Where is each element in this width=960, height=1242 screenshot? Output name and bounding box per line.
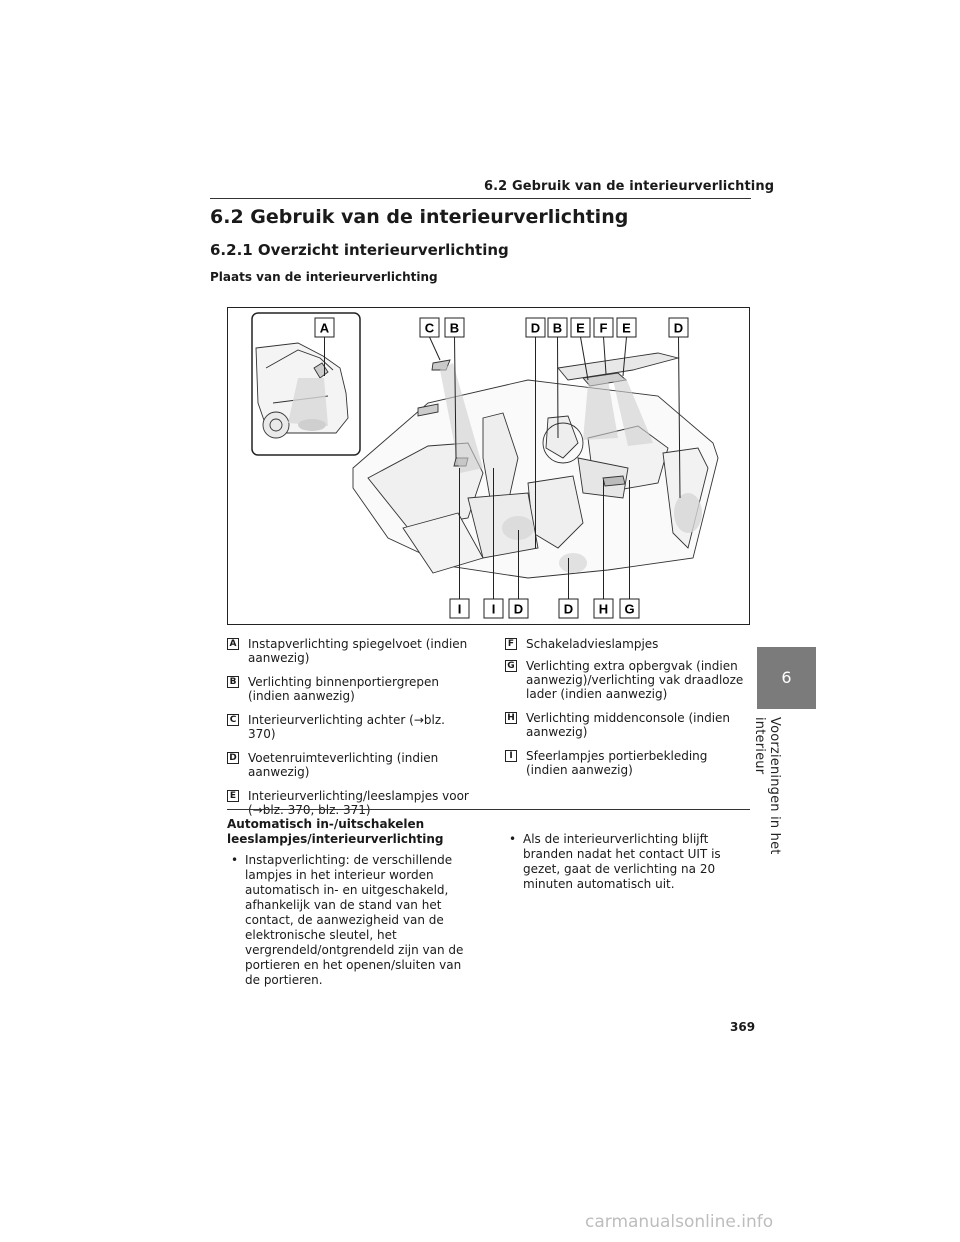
legend-text: Verlichting middenconsole (indien aanwez… xyxy=(526,711,731,739)
running-header: 6.2 Gebruik van de interieurverlichting xyxy=(484,179,775,194)
svg-text:E: E xyxy=(622,321,631,336)
callout-D: D xyxy=(668,317,689,338)
legend-key: F xyxy=(505,638,517,650)
svg-text:D: D xyxy=(514,602,523,617)
interior-lighting-figure: A C B D B E F xyxy=(227,307,750,625)
header-rule xyxy=(210,198,751,199)
svg-text:D: D xyxy=(531,321,540,336)
bottom-callouts: I I D D H G xyxy=(449,598,640,619)
interior-illustration: A C B D B E F xyxy=(251,312,719,619)
svg-text:G: G xyxy=(624,602,634,617)
svg-text:E: E xyxy=(576,321,585,336)
callout-E: E xyxy=(616,317,637,338)
svg-text:D: D xyxy=(564,602,573,617)
bullet-item: • Als de interieurverlichting blijft bra… xyxy=(505,832,735,892)
svg-text:I: I xyxy=(492,602,496,617)
legend-bottom-rule xyxy=(227,809,750,810)
callout-H: H xyxy=(593,598,614,619)
callout-I: I xyxy=(449,598,470,619)
legend-text: Instapverlichting spiegelvoet (indien aa… xyxy=(248,637,468,665)
legend-key: B xyxy=(227,676,239,688)
callout-E: E xyxy=(570,317,591,338)
legend-item-f: F Schakeladvieslampjes xyxy=(505,637,751,651)
legend-right: F Schakeladvieslampjes G Verlichting ext… xyxy=(505,637,751,787)
callout-D: D xyxy=(508,598,529,619)
legend-key: D xyxy=(227,752,239,764)
page-number: 369 xyxy=(730,1020,756,1034)
svg-text:B: B xyxy=(450,321,459,336)
legend-key: H xyxy=(505,712,517,724)
subsection-title: 6.2.1 Overzicht interieurverlichting xyxy=(210,241,509,259)
legend-text: Schakeladvieslampjes xyxy=(526,637,659,651)
svg-text:C: C xyxy=(425,321,435,336)
callout-D: D xyxy=(525,317,546,338)
legend-text: Verlichting binnenportiergrepen (indien … xyxy=(248,675,440,703)
legend-text: Interieurverlichting achter (→blz. 370) xyxy=(248,713,445,741)
legend-item-b: B Verlichting binnenportiergrepen (indie… xyxy=(227,675,475,703)
watermark: carmanualsonline.info xyxy=(585,1212,774,1232)
bullet-dot: • xyxy=(231,853,239,867)
callout-F: F xyxy=(593,317,614,338)
legend-key: C xyxy=(227,714,239,726)
svg-text:D: D xyxy=(674,321,683,336)
bullet-text: Als de interieurverlichting blijft brand… xyxy=(523,832,721,891)
legend-item-a: A Instapverlichting spiegelvoet (indien … xyxy=(227,637,475,665)
callout-G: G xyxy=(619,598,640,619)
legend-item-d: D Voetenruimteverlichting (indien aanwez… xyxy=(227,751,475,779)
body-left-column: Automatisch in-/uitschakelen leeslampjes… xyxy=(227,817,477,988)
callout-D: D xyxy=(558,598,579,619)
legend-key: E xyxy=(227,790,239,802)
callout-C: C xyxy=(419,317,440,338)
body-right-column: • Als de interieurverlichting blijft bra… xyxy=(505,832,735,892)
legend-item-e: E Interieurverlichting/leeslampjes voor … xyxy=(227,789,475,817)
legend-item-g: G Verlichting extra opbergvak (indien aa… xyxy=(505,659,751,701)
legend-text: Voetenruimteverlichting (indien aanwezig… xyxy=(248,751,439,779)
svg-text:B: B xyxy=(553,321,562,336)
callout-I: I xyxy=(483,598,504,619)
legend-key: A xyxy=(227,638,239,650)
svg-text:H: H xyxy=(599,602,608,617)
legend-item-i: I Sfeerlampjes portierbekleding (indien … xyxy=(505,749,751,777)
svg-text:I: I xyxy=(458,602,462,617)
callout-A: A xyxy=(314,317,335,338)
legend-text: Sfeerlampjes portierbekleding (indien aa… xyxy=(526,749,708,777)
legend-key: G xyxy=(505,660,517,672)
legend-left: A Instapverlichting spiegelvoet (indien … xyxy=(227,637,475,827)
figure-caption-heading: Plaats van de interieurverlichting xyxy=(210,270,438,284)
chapter-tab[interactable]: 6 xyxy=(757,647,816,709)
legend-item-c: C Interieurverlichting achter (→blz. 370… xyxy=(227,713,475,741)
legend-key: I xyxy=(505,750,517,762)
legend-text: Interieurverlichting/leeslampjes voor (→… xyxy=(248,789,469,817)
callout-B: B xyxy=(547,317,568,338)
chapter-side-title: Voorzieningen in het interieur xyxy=(752,717,782,855)
svg-text:A: A xyxy=(320,321,330,336)
bullet-dot: • xyxy=(509,832,517,846)
legend-item-h: H Verlichting middenconsole (indien aanw… xyxy=(505,711,751,739)
top-callouts: A C B D B E F xyxy=(314,317,689,338)
callout-B: B xyxy=(444,317,465,338)
legend-text: Verlichting extra opbergvak (indien aanw… xyxy=(526,659,744,701)
bullet-item: • Instapverlichting: de verschillende la… xyxy=(227,853,477,988)
svg-text:F: F xyxy=(600,321,608,336)
bullet-text: Instapverlichting: de verschillende lamp… xyxy=(245,853,464,987)
auto-lighting-heading: Automatisch in-/uitschakelen leeslampjes… xyxy=(227,817,444,846)
section-title: 6.2 Gebruik van de interieurverlichting xyxy=(210,206,629,228)
